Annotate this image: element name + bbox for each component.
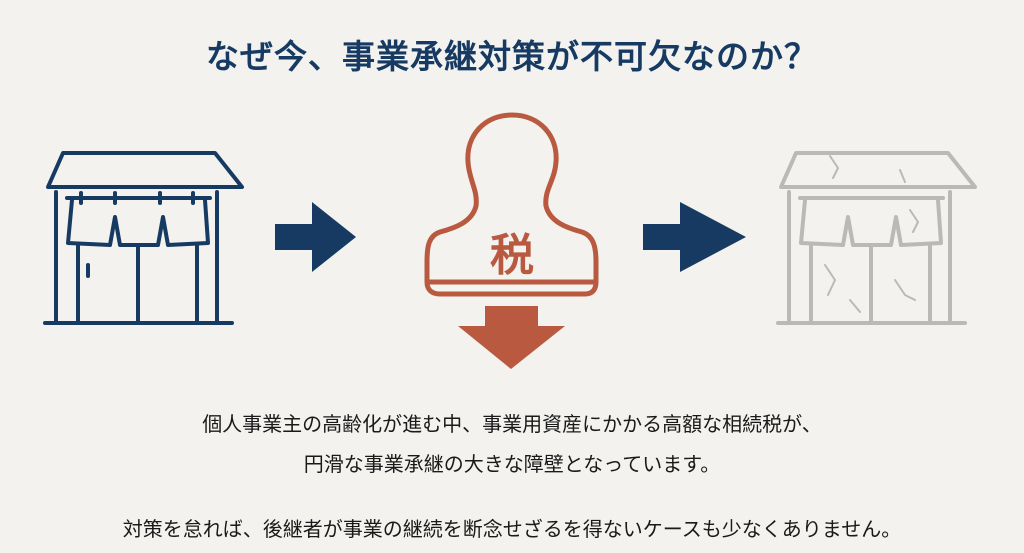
arrow-down-icon	[458, 306, 565, 369]
tax-stamp-label: 税	[490, 230, 534, 281]
tax-stamp-icon: 税	[424, 112, 599, 369]
body-text-line-3: 対策を怠れば、後継者が事業の継続を断念せざるを得ないケースも少なくありません。	[122, 517, 902, 541]
body-text-line-2: 円滑な事業承継の大きな障壁となっています。	[303, 452, 721, 476]
ruined-shop-icon	[776, 151, 977, 325]
arrow-right-icon	[275, 202, 356, 272]
page-title: なぜ今、事業承継対策が不可欠なのか？	[206, 37, 818, 76]
body-text-line-1: 個人事業主の高齢化が進む中、事業用資産にかかる高額な相続税が、	[202, 412, 822, 436]
shop-icon	[43, 151, 244, 325]
arrow-right-icon	[643, 202, 746, 272]
